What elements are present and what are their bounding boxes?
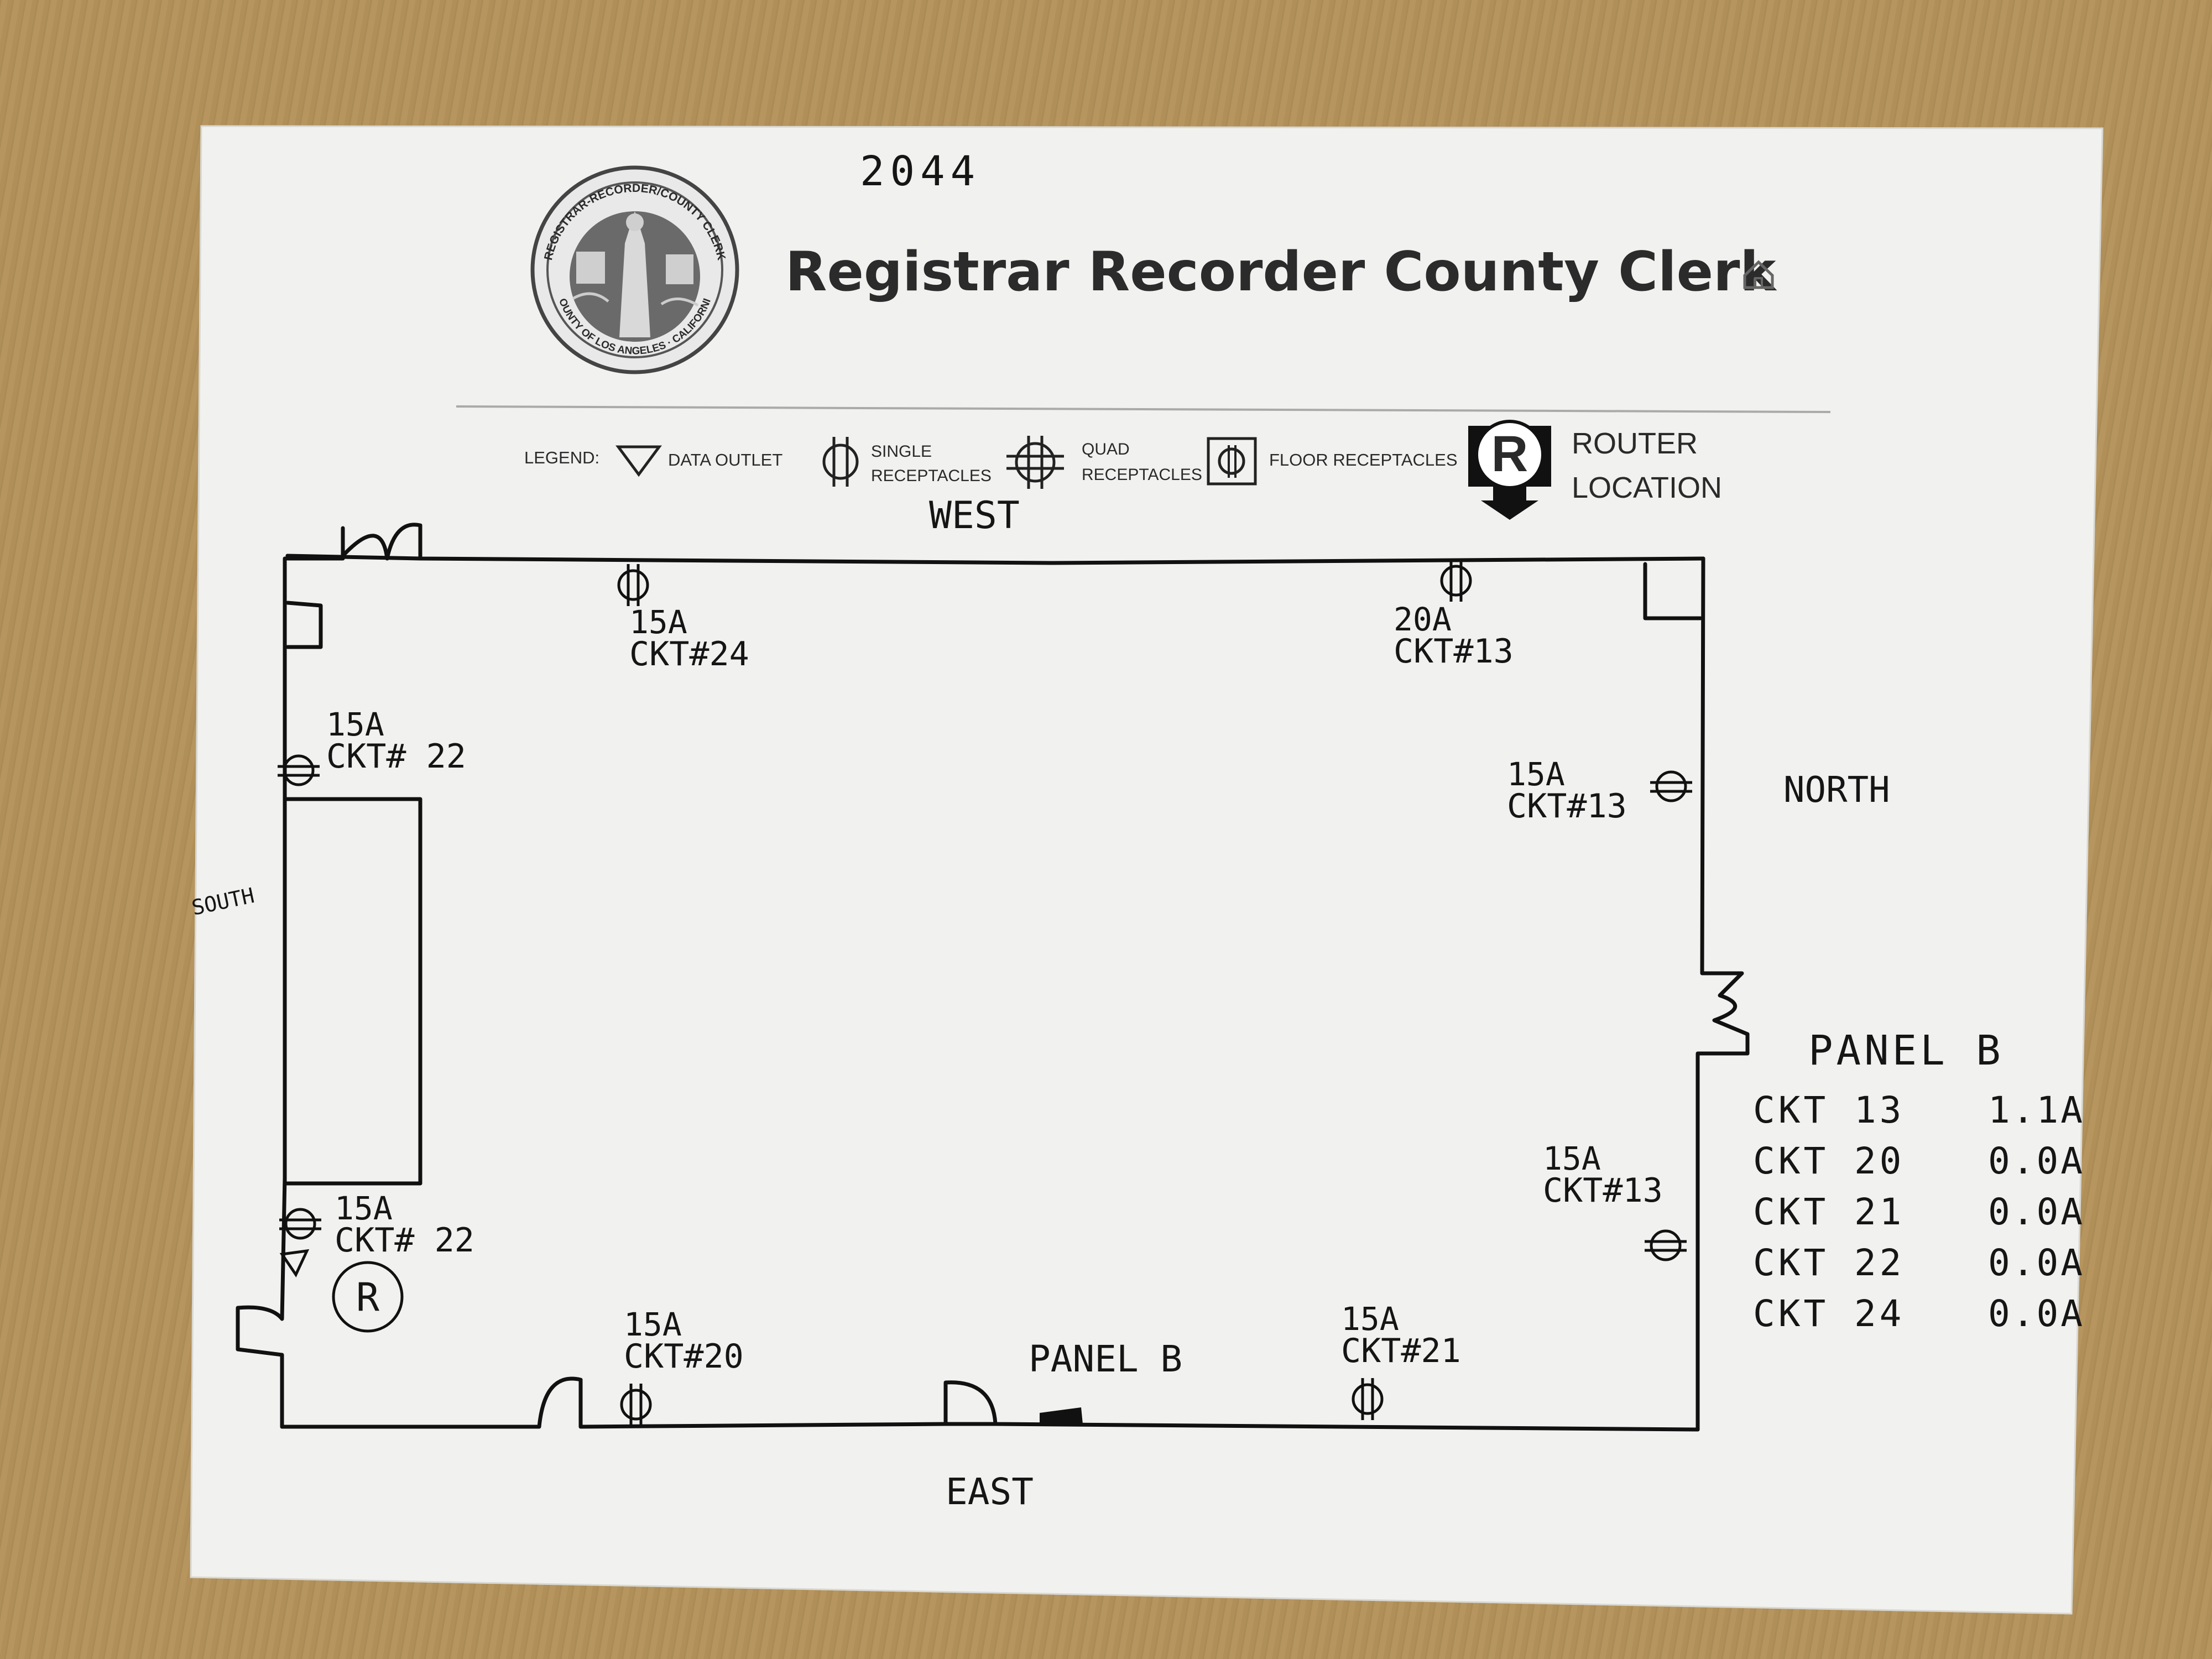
legend-single-line1: SINGLE [871,442,932,461]
home-icon[interactable] [1743,260,1774,289]
panel-b-table-title: PANEL B [1808,1027,2004,1074]
legend-single-line2: RECEPTACLES [871,467,992,485]
outlet-amps-label: 15A [1543,1140,1601,1177]
page-title: Registrar Recorder County Clerk [785,241,1777,304]
panel-row-load: 0.0A [1988,1191,2085,1233]
single-receptacle-icon [617,564,649,606]
panel-b-box [1040,1407,1083,1424]
data-outlet-icon [279,1249,310,1278]
compass-east: EAST [946,1470,1034,1513]
single-receptacle-icon [1440,560,1472,602]
legend-router-line2: LOCATION [1572,471,1722,504]
single-receptacle-icon [1645,1229,1687,1261]
room-number: 2044 [860,148,980,195]
panel-row-circuit: CKT 13 [1753,1089,1905,1131]
floor-receptacle-icon [1207,437,1257,486]
router-symbol: R [1491,426,1528,482]
single-receptacle-icon [278,754,320,786]
outlet-circuit-label: CKT# 22 [326,737,466,776]
single-receptacle-icon [279,1208,321,1240]
panel-row-circuit: CKT 22 [1753,1241,1905,1284]
outlet-circuit-label: CKT#13 [1507,787,1627,826]
panel-row-load: 0.0A [1988,1140,2085,1182]
single-receptacle-icon [1352,1378,1384,1420]
legend-quad-line1: QUAD [1082,440,1130,458]
outlet-circuit-label: CKT#24 [629,635,749,674]
outlet-circuit-label: CKT#13 [1394,632,1514,671]
panel-b-location-label: PANEL B [1029,1338,1182,1380]
outlet-amps-label: 15A [629,603,687,641]
outlet-circuit-label: CKT#13 [1543,1171,1663,1210]
table-row: CKT 20 0.0A [1753,1140,2085,1182]
router-location-icon: R [1468,420,1551,520]
outlet-amps-label: 15A [624,1306,682,1343]
room-outline [236,523,1750,1432]
panel-b-rows: CKT 13 1.1A CKT 20 0.0A CKT 21 0.0A CKT 22 0.0A… [1753,1089,2085,1335]
table-row: CKT 22 0.0A [1753,1241,2085,1284]
outlet-circuit-label: CKT#21 [1341,1332,1461,1370]
header-divider [456,405,1831,413]
router-mark-letter: R [356,1275,380,1320]
paper-sheet [190,125,2104,1615]
legend-data-outlet: DATA OUTLET [668,450,782,469]
legend-label: LEGEND: [524,448,599,467]
legend-floor: FLOOR RECEPTACLES [1269,450,1458,469]
outlet-amps-label: 15A [335,1190,393,1227]
compass-west: WEST [929,494,1020,538]
data-outlet-icon [615,445,662,477]
legend-quad-line2: RECEPTACLES [1082,466,1202,484]
panel-row-load: 0.0A [1988,1292,2085,1335]
outlet-circuit-label: CKT# 22 [335,1221,474,1260]
compass-north: NORTH [1783,770,1890,811]
legend: LEGEND: DATA OUTLET SINGLE RECEPTACLES Q… [524,420,1722,520]
panel-row-circuit: CKT 21 [1753,1191,1905,1233]
panel-row-circuit: CKT 20 [1753,1140,1905,1182]
quad-receptacle-icon [1006,436,1064,489]
single-receptacle-icon [1650,770,1692,802]
panel-row-load: 1.1A [1988,1089,2085,1131]
outlet-circuit-label: CKT#20 [624,1337,744,1376]
legend-router-line1: ROUTER [1572,427,1698,460]
single-receptacle-icon [822,437,859,487]
table-row: CKT 13 1.1A [1753,1089,2085,1131]
outlet-amps-label: 15A [1341,1300,1399,1338]
outlet-amps-label: 20A [1394,601,1452,638]
router-mark: R [332,1261,404,1333]
panel-row-circuit: CKT 24 [1753,1292,1905,1335]
table-row: CKT 21 0.0A [1753,1191,2085,1233]
panel-row-load: 0.0A [1988,1241,2085,1284]
single-receptacle-icon [620,1384,652,1426]
table-row: CKT 24 0.0A [1753,1292,2085,1335]
outlet-amps-label: 15A [1507,755,1565,793]
outlet-amps-label: 15A [326,706,384,743]
